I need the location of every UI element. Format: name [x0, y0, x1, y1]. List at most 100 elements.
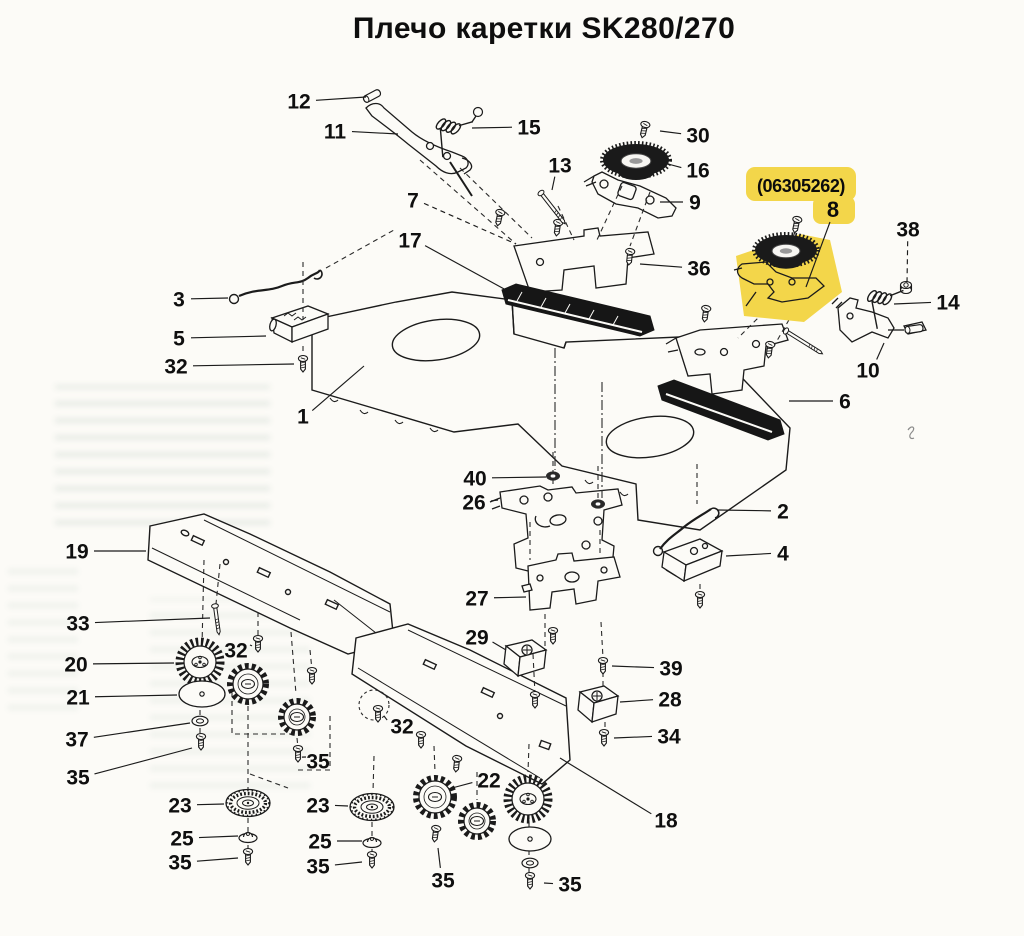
svg-text:28: 28: [658, 689, 682, 712]
svg-text:33: 33: [66, 613, 89, 636]
svg-text:32: 32: [164, 356, 187, 379]
washer-icon: [191, 715, 209, 727]
screw-icon: [529, 690, 541, 709]
long-screw-icon: [211, 603, 221, 636]
part-19-sinker-plate: [147, 513, 395, 655]
svg-text:26: 26: [462, 492, 485, 515]
screw-icon: [242, 847, 254, 866]
svg-text:2: 2: [777, 501, 789, 524]
screw-icon: [792, 215, 803, 234]
highlight-part-number: (06305262): [757, 176, 845, 196]
svg-text:32: 32: [390, 716, 413, 739]
callout-15: 15: [471, 117, 541, 140]
scan-pen-mark: [907, 426, 915, 440]
callout-10: 10: [856, 342, 885, 383]
callout-20: 20: [64, 654, 175, 677]
callout-23: 23: [168, 795, 225, 818]
part-29-block: [503, 639, 548, 678]
svg-text:21: 21: [66, 687, 90, 710]
screw-icon: [701, 304, 712, 323]
callout-33: 33: [66, 613, 211, 636]
svg-text:23: 23: [168, 795, 191, 818]
screw-icon: [366, 850, 378, 869]
callout-2: 2: [717, 501, 789, 524]
callout-37: 37: [65, 722, 191, 752]
screw-icon: [431, 824, 442, 843]
svg-text:4: 4: [777, 543, 789, 566]
callout-35: 35: [66, 747, 193, 790]
screw-icon: [306, 666, 318, 685]
callout-32: 32: [164, 356, 295, 379]
pin-icon: [362, 89, 382, 103]
svg-text:29: 29: [465, 627, 488, 650]
svg-text:17: 17: [398, 230, 421, 253]
ball-stud-icon: [471, 106, 484, 123]
part-6-bracket: [665, 323, 789, 395]
gear-icon: [458, 802, 496, 840]
svg-text:35: 35: [66, 767, 90, 790]
svg-text:25: 25: [308, 831, 332, 854]
spring-icon: [866, 289, 904, 329]
bushing-cap-icon: [238, 831, 258, 844]
screw-icon: [252, 634, 264, 653]
washer-icon: [521, 857, 539, 869]
svg-text:14: 14: [936, 292, 960, 315]
callout-25: 25: [170, 828, 239, 851]
screw-icon: [625, 247, 636, 266]
svg-text:18: 18: [654, 810, 678, 833]
knurled-wheel-icon: [225, 788, 271, 818]
svg-text:22: 22: [477, 770, 500, 793]
svg-text:37: 37: [65, 729, 88, 752]
svg-text:38: 38: [896, 219, 920, 242]
callout-40: 40: [463, 468, 547, 491]
grommet-icon: [591, 499, 605, 509]
svg-text:1: 1: [297, 406, 309, 429]
part-10-lever-plate: [831, 297, 927, 343]
callout-14: 14: [893, 292, 960, 315]
svg-text:6: 6: [839, 391, 851, 414]
long-screw-icon: [537, 189, 566, 225]
svg-text:35: 35: [168, 852, 192, 875]
callout-13: 13: [548, 155, 572, 191]
screw-icon: [195, 732, 207, 751]
spring-icon: [435, 118, 474, 158]
callout-35: 35: [301, 751, 330, 774]
part-11-release-lever: [365, 102, 473, 197]
callout-16: 16: [667, 160, 710, 183]
svg-text:23: 23: [306, 795, 329, 818]
part-2-wire-rod: [652, 507, 720, 557]
callout-25: 25: [308, 831, 362, 854]
disc-icon: [178, 680, 226, 708]
svg-text:10: 10: [856, 360, 879, 383]
callout-6: 6: [789, 391, 851, 414]
svg-text:19: 19: [65, 541, 88, 564]
highlight-tab: [813, 196, 855, 224]
svg-text:25: 25: [170, 828, 194, 851]
callout-22: 22: [451, 770, 501, 793]
svg-text:13: 13: [548, 155, 571, 178]
callout-26: 26: [462, 492, 499, 515]
star-brush-wheel-icon: [503, 774, 553, 824]
screw-icon: [765, 340, 776, 359]
svg-text:36: 36: [687, 258, 710, 281]
callout-32: 32: [224, 640, 253, 663]
callout-12: 12: [287, 91, 367, 114]
callout-38: 38: [896, 219, 920, 284]
callout-21: 21: [66, 687, 178, 710]
callout-29: 29: [465, 627, 507, 651]
screw-icon: [547, 626, 559, 645]
part-18-sinker-plate: [351, 623, 571, 785]
part-28-block: [577, 685, 620, 724]
screw-icon: [524, 871, 536, 890]
part-3-wire-rod: [228, 269, 323, 305]
page-bleed-through: [55, 385, 270, 525]
disc-icon: [508, 826, 552, 852]
long-screw-icon: [782, 327, 824, 355]
highlight-box: [746, 167, 856, 201]
screw-icon: [292, 744, 304, 763]
svg-text:7: 7: [407, 190, 419, 213]
svg-text:27: 27: [465, 588, 488, 611]
callout-27: 27: [465, 588, 527, 611]
